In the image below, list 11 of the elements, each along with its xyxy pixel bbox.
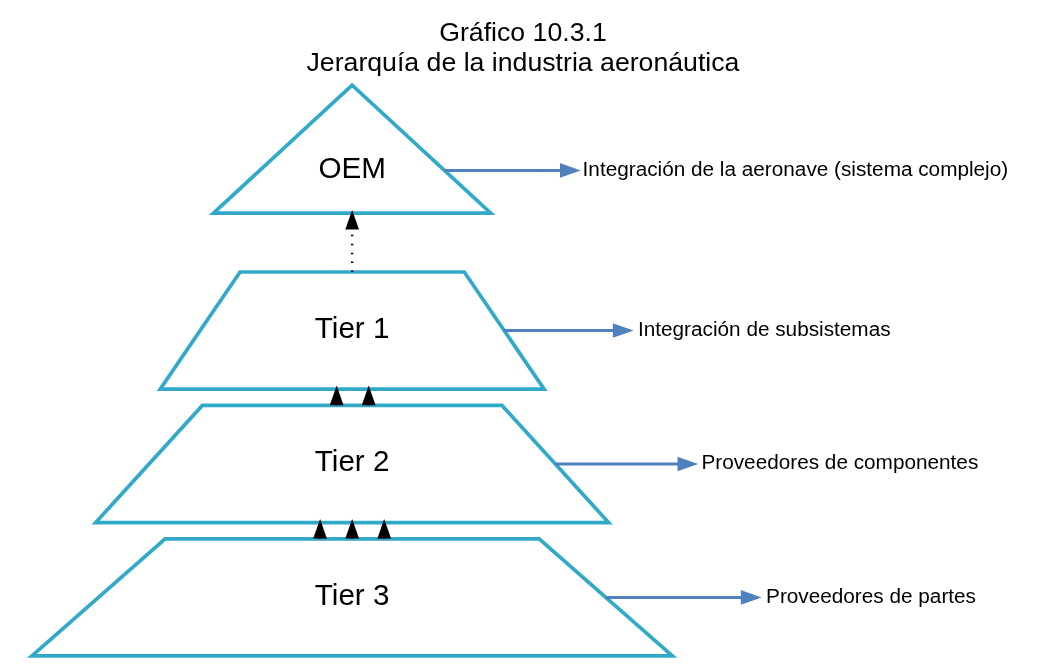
diagram-title: Gráfico 10.3.1: [438, 17, 607, 48]
arrow: [344, 209, 359, 272]
node-text: Integración de la aeronave (sistema complejo): [582, 156, 1008, 180]
node-text: Proveedores de componentes: [700, 450, 978, 474]
caption: Jerarquía de la industria aeronáutica: [306, 46, 739, 77]
arrow: [503, 323, 634, 338]
node-text: Integración de subsistemas: [637, 317, 891, 341]
node-text: Proveedores de partes: [765, 583, 976, 607]
arrow: [555, 456, 698, 472]
arrow: [444, 163, 581, 178]
arrow: [605, 590, 762, 605]
